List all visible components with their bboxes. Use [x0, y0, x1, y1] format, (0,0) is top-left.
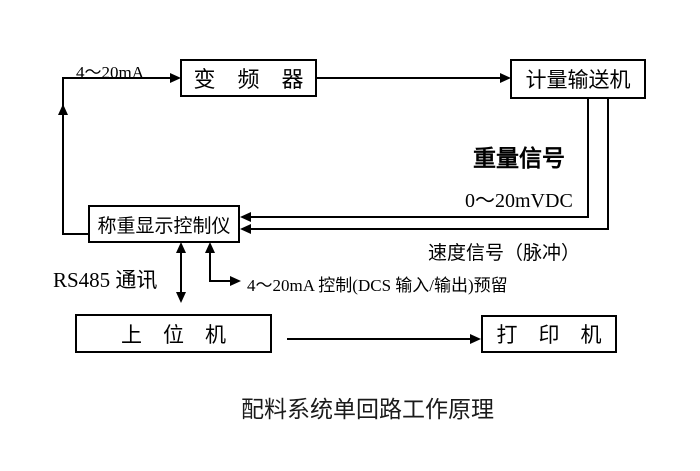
weight-range-label: 0～20mVDC [465, 190, 573, 212]
arrowhead-dcs-right-icon [230, 276, 241, 286]
metering-conveyor-box: 计量输送机 [510, 59, 646, 99]
controller-to-inverter-line-top [62, 77, 172, 79]
speed-signal-label: 速度信号（脉冲） [428, 243, 581, 264]
host-computer-box: 上 位 机 [75, 314, 272, 353]
printer-label: 打 印 机 [496, 323, 602, 347]
diagram-caption: 配料系统单回路工作原理 [241, 396, 494, 422]
arrowhead-dcs-up-icon [205, 242, 215, 253]
inverter-label: 变 频 器 [193, 67, 304, 92]
controller-to-inverter-line-vertical [62, 77, 64, 235]
inverter-to-conveyor-line [317, 77, 503, 79]
inverter-box: 变 频 器 [180, 59, 317, 97]
weight-signal-label: 重量信号 [473, 145, 565, 171]
arrowhead-speed-into-controller-icon [240, 224, 251, 234]
weighing-controller-label: 称重显示控制仪 [97, 215, 231, 237]
dcs-reserved-label: 4～20mA 控制(DCS 输入/输出)预留 [247, 276, 508, 295]
arrowhead-into-conveyor-icon [500, 73, 511, 83]
loop-current-label: 4～20mA [76, 63, 144, 82]
dcs-link-line-horizontal [209, 280, 232, 282]
rs485-link-line [180, 251, 182, 295]
arrowhead-rs485-down-icon [176, 292, 186, 303]
weight-signal-line-vertical [587, 99, 589, 218]
host-computer-label: 上 位 机 [121, 322, 226, 347]
rs485-comm-label: RS485 通讯 [53, 268, 158, 292]
speed-signal-line-vertical [607, 99, 609, 230]
arrowhead-into-printer-icon [470, 334, 481, 344]
host-to-printer-line [287, 338, 473, 340]
arrowhead-feedback-up-icon [58, 104, 68, 115]
metering-conveyor-label: 计量输送机 [525, 68, 631, 92]
arrowhead-rs485-up-icon [176, 242, 186, 253]
speed-signal-line-horizontal [249, 228, 609, 230]
weight-signal-line-horizontal [249, 216, 589, 218]
printer-box: 打 印 机 [481, 315, 617, 353]
weighing-controller-box: 称重显示控制仪 [88, 205, 240, 243]
arrowhead-weight-into-controller-icon [240, 212, 251, 222]
arrowhead-into-inverter-icon [170, 73, 181, 83]
dcs-link-line-vertical [209, 251, 211, 282]
controller-to-inverter-line-bottom [62, 233, 90, 235]
